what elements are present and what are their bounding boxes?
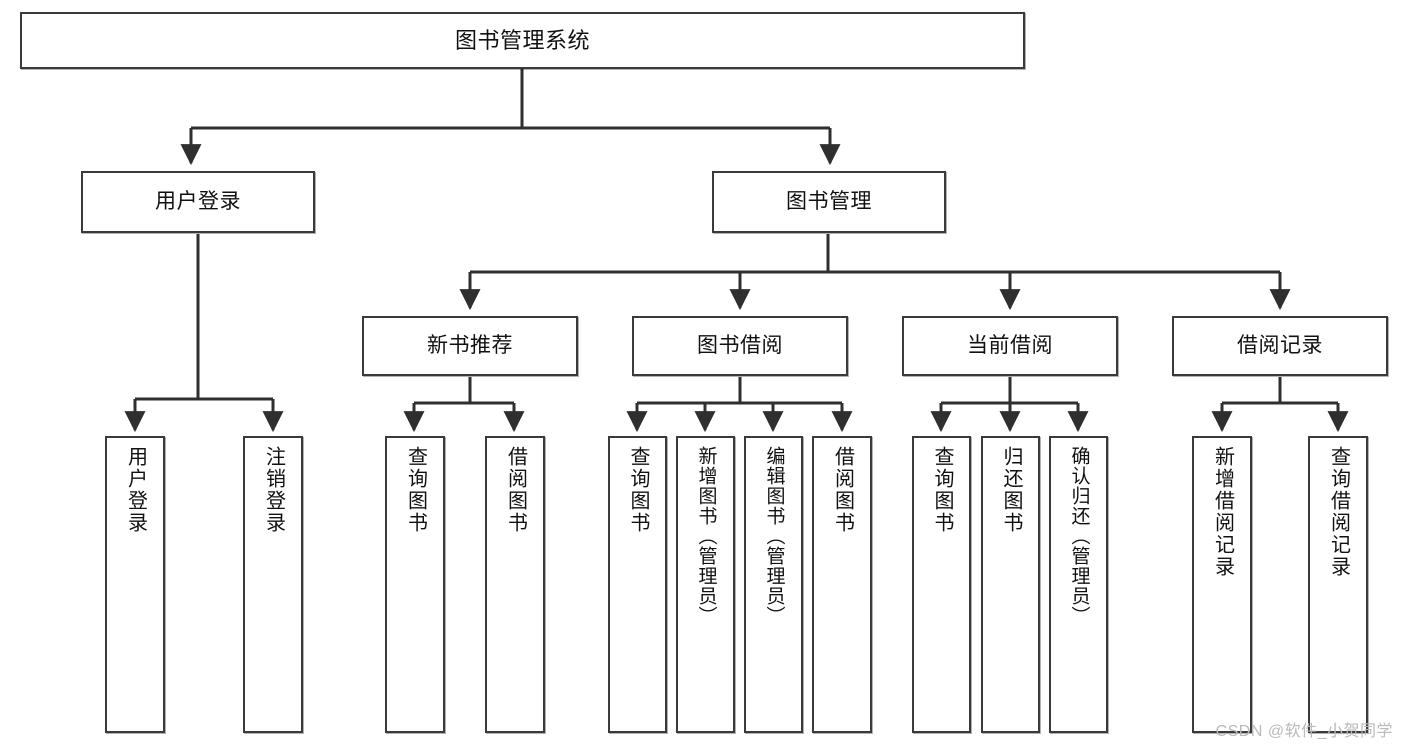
- leaf-query-book-current[interactable]: 查询图书: [912, 436, 971, 733]
- node-label: 查询图书: [931, 446, 953, 534]
- node-label: 归还图书: [1000, 446, 1022, 534]
- node-label: 用户登录: [124, 446, 147, 534]
- node-label: 借阅记录: [1237, 333, 1323, 357]
- node-label: 图书管理: [786, 189, 872, 213]
- leaf-borrow-book-borrow[interactable]: 借阅图书: [812, 436, 872, 733]
- leaf-user-logout[interactable]: 注销登录: [243, 436, 303, 733]
- node-label: 编辑图书（管理员）: [763, 446, 785, 626]
- node-label: 查询图书: [627, 446, 649, 534]
- node-label: 借阅图书: [504, 446, 527, 534]
- node-new-book-recommend[interactable]: 新书推荐: [362, 316, 578, 376]
- node-label: 图书借阅: [697, 333, 783, 357]
- leaf-add-borrow-record[interactable]: 新增借阅记录: [1192, 436, 1252, 733]
- watermark-text: CSDN @软件_小贺同学: [1215, 723, 1393, 740]
- leaf-edit-book-admin[interactable]: 编辑图书（管理员）: [744, 436, 803, 733]
- leaf-query-book-borrow[interactable]: 查询图书: [608, 436, 667, 733]
- leaf-user-login[interactable]: 用户登录: [105, 436, 165, 733]
- node-root-book-management-system[interactable]: 图书管理系统: [20, 12, 1025, 69]
- node-label: 图书管理系统: [454, 27, 590, 53]
- node-label: 注销登录: [262, 446, 285, 534]
- node-current-borrow[interactable]: 当前借阅: [902, 316, 1118, 376]
- leaf-add-book-admin[interactable]: 新增图书（管理员）: [676, 436, 735, 733]
- node-label: 查询借阅记录: [1327, 446, 1350, 578]
- leaf-return-book[interactable]: 归还图书: [981, 436, 1040, 733]
- node-label: 用户登录: [155, 189, 241, 213]
- node-label: 当前借阅: [967, 333, 1053, 357]
- node-label: 新增图书（管理员）: [695, 446, 717, 626]
- node-label: 借阅图书: [831, 446, 854, 534]
- leaf-borrow-book-recommend[interactable]: 借阅图书: [485, 436, 545, 733]
- leaf-confirm-return-admin[interactable]: 确认归还（管理员）: [1049, 436, 1108, 733]
- node-book-borrow[interactable]: 图书借阅: [632, 316, 848, 376]
- node-user-login[interactable]: 用户登录: [81, 171, 315, 233]
- node-label: 查询图书: [404, 446, 427, 534]
- node-label: 新书推荐: [427, 333, 513, 357]
- node-borrow-record[interactable]: 借阅记录: [1172, 316, 1388, 376]
- node-label: 确认归还（管理员）: [1068, 446, 1090, 626]
- node-book-management[interactable]: 图书管理: [712, 171, 946, 233]
- node-label: 新增借阅记录: [1211, 446, 1234, 578]
- leaf-query-borrow-record[interactable]: 查询借阅记录: [1308, 436, 1368, 733]
- leaf-query-book-recommend[interactable]: 查询图书: [385, 436, 445, 733]
